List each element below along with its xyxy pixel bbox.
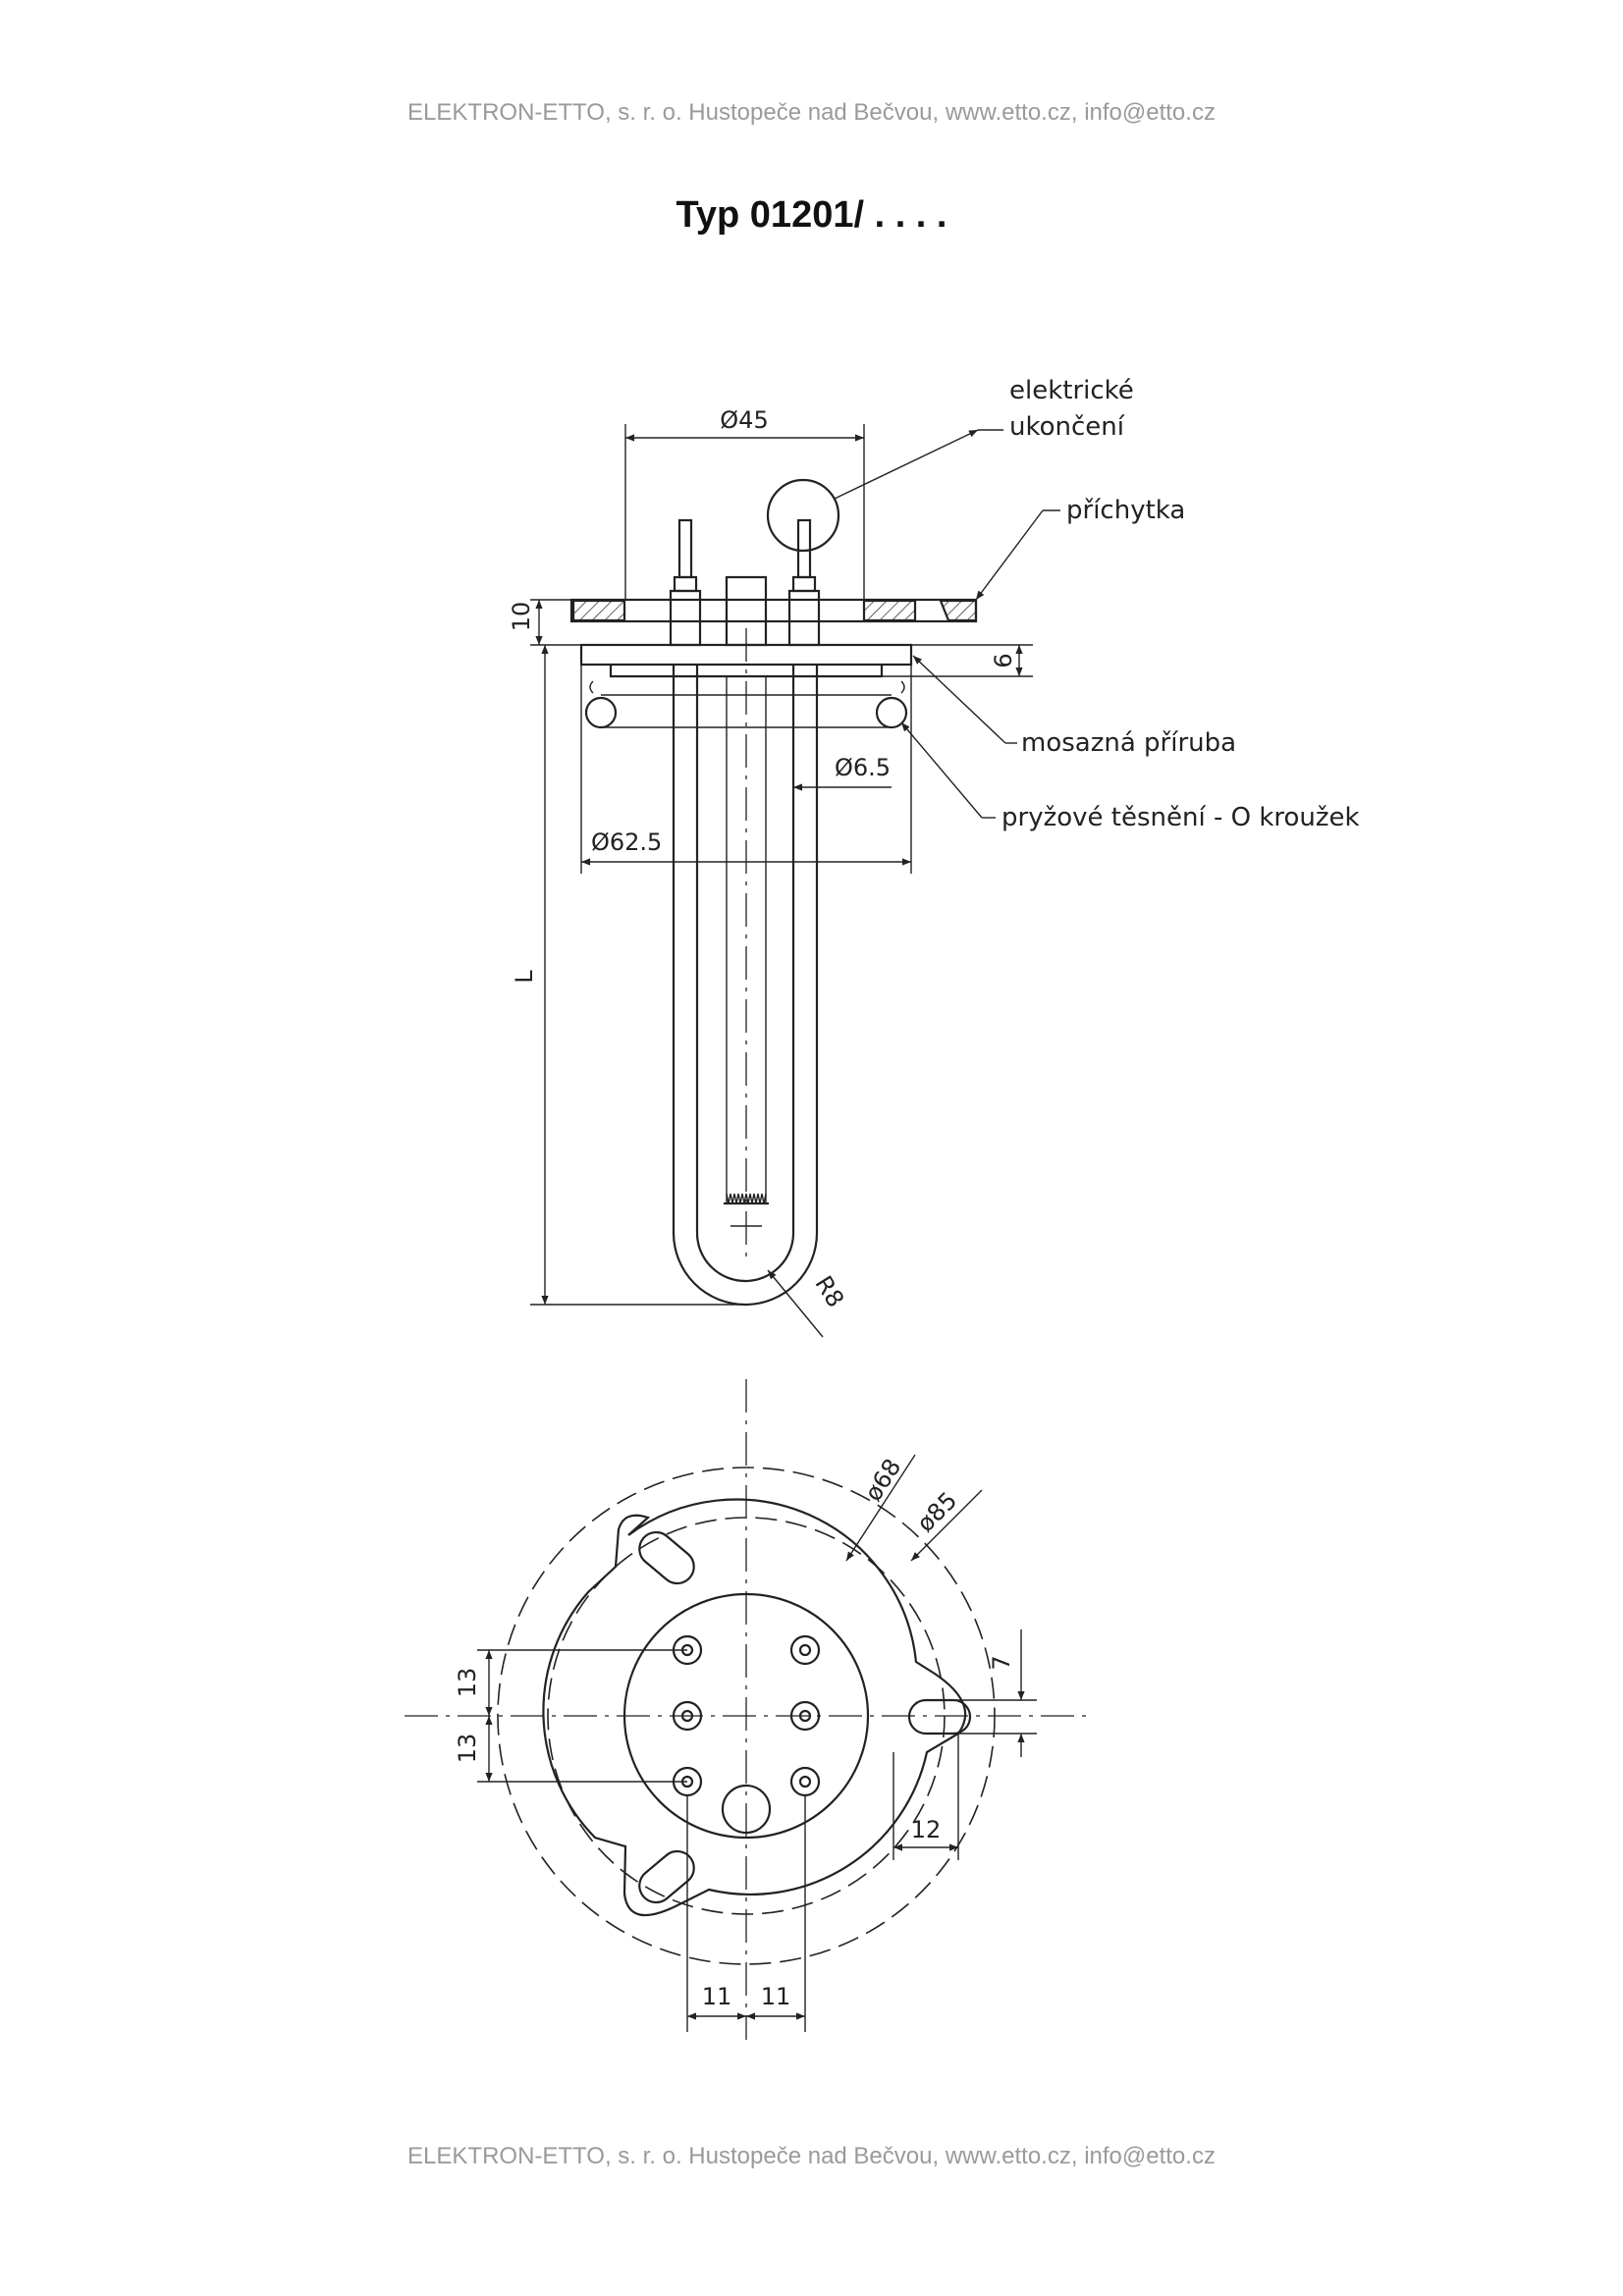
svg-text:10: 10: [508, 602, 535, 632]
svg-text:elektrické: elektrické: [1009, 376, 1134, 405]
clamp-plate-outline: [542, 1498, 967, 1917]
svg-text:Ø45: Ø45: [720, 406, 768, 434]
callout-brass-flange: mosazná příruba: [912, 655, 1236, 758]
circle-d85: [497, 1467, 996, 1965]
dim-11-11: 11 11: [686, 1795, 806, 2032]
callout-rubber-seal: pryžové těsnění - O kroužek: [900, 721, 1360, 832]
svg-text:11: 11: [761, 1983, 791, 2010]
svg-text:7: 7: [988, 1655, 1015, 1670]
dim-d85: ø85: [910, 1486, 983, 1562]
svg-text:R8: R8: [809, 1271, 849, 1312]
dim-L: L: [511, 645, 746, 1306]
svg-text:13: 13: [454, 1668, 481, 1698]
lug-slot-top: [638, 1530, 695, 1585]
callout-clip: příchytka: [975, 496, 1185, 601]
dim-d68: ø68: [845, 1454, 916, 1562]
svg-text:Ø62.5: Ø62.5: [591, 828, 662, 856]
svg-text:ukončení: ukončení: [1009, 412, 1125, 442]
page-header: ELEKTRON-ETTO, s. r. o. Hustopeče nad Be…: [407, 99, 1216, 126]
lug-slot-bottom: [638, 1849, 695, 1904]
svg-text:ø85: ø85: [911, 1486, 962, 1537]
dim-13-13: 13 13: [454, 1649, 687, 1783]
svg-text:13: 13: [454, 1734, 481, 1764]
clamp-plate: [569, 598, 978, 623]
svg-text:mosazná příruba: mosazná příruba: [1021, 728, 1236, 758]
callout-electric: elektrické ukončení: [834, 376, 1134, 500]
flange-circle: [622, 1592, 870, 1840]
heating-tube: [672, 628, 819, 1307]
lug-slot-right: [907, 1698, 972, 1735]
dim-h10: 10: [508, 599, 581, 646]
dim-h6: 6: [882, 644, 1033, 677]
svg-text:příchytka: příchytka: [1066, 496, 1185, 525]
side-view: Ø45 10 6 L: [508, 376, 1360, 1338]
electric-termination-icon: [766, 478, 840, 553]
svg-text:pryžové těsnění - O kroužek: pryžové těsnění - O kroužek: [1001, 803, 1360, 832]
circle-d68: [547, 1517, 946, 1915]
svg-text:6: 6: [990, 653, 1017, 667]
svg-text:Ø6.5: Ø6.5: [835, 754, 891, 781]
dim-d45: Ø45: [624, 406, 865, 601]
page-footer: ELEKTRON-ETTO, s. r. o. Hustopeče nad Be…: [407, 2143, 1216, 2169]
svg-text:11: 11: [702, 1983, 732, 2010]
dim-R8: R8: [767, 1269, 849, 1338]
dim-s12: 12: [893, 1734, 959, 1860]
svg-text:12: 12: [911, 1816, 942, 1843]
dim-d62-5: Ø62.5: [580, 665, 912, 874]
bottom-view: ø68 ø85 13 13 7: [405, 1379, 1088, 2040]
page-title: Typ 01201/ . . . .: [676, 194, 947, 236]
dim-d6-5: Ø6.5: [793, 754, 892, 791]
svg-text:L: L: [511, 970, 538, 984]
terminal-posts: [669, 518, 821, 647]
